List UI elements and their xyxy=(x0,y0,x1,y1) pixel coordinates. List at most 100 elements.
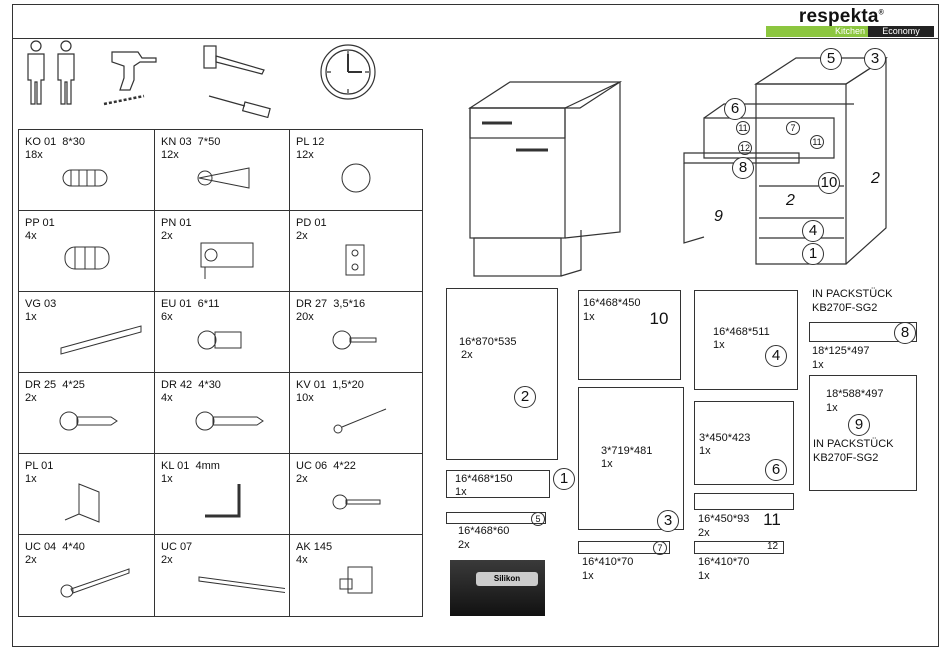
part-code: AK 145 xyxy=(296,541,333,553)
part-code: DR 42 4*30 xyxy=(161,379,221,391)
part-qty: 12x xyxy=(296,149,314,161)
callout-11a: 11 xyxy=(736,121,750,135)
panel-12: 12 xyxy=(694,541,784,554)
panel-1-qty: 1x xyxy=(455,486,467,498)
callout-1: 1 xyxy=(802,243,824,265)
allen-key-icon xyxy=(205,484,241,518)
panel-6-dims: 3*450*423 xyxy=(699,432,751,444)
part-code: KO 01 8*30 xyxy=(25,136,85,148)
hinge-plate-icon xyxy=(345,244,365,276)
panel-2-qty: 2x xyxy=(461,349,473,361)
callout-9: 9 xyxy=(714,208,723,225)
panel-2: 16*870*535 2x 2 xyxy=(446,288,558,460)
panel-4-num: 4 xyxy=(765,345,787,367)
brand-strip: Kitchen Economy xyxy=(766,26,934,37)
brand-kitchen: Kitchen xyxy=(766,26,868,37)
part-qty: 10x xyxy=(296,392,314,404)
hammer-icon xyxy=(203,45,265,75)
part-qty: 2x xyxy=(25,554,37,566)
panel-6-num: 6 xyxy=(765,459,787,481)
callout-10: 10 xyxy=(818,172,840,194)
part-code: DR 25 4*25 xyxy=(25,379,85,391)
panel-11-qty: 2x xyxy=(698,527,710,539)
screw-25-icon xyxy=(59,411,118,431)
part-qty: 1x xyxy=(25,473,37,485)
panel-4: 16*468*511 1x 4 xyxy=(694,290,798,390)
wall-plug-icon xyxy=(197,167,250,189)
short-screw-icon xyxy=(332,330,377,350)
part-qty: 4x xyxy=(25,230,37,242)
panel-6: 3*450*423 1x 6 xyxy=(694,401,794,485)
callout-2b: 2 xyxy=(786,192,795,209)
nail-icon xyxy=(333,408,387,434)
panel-10-qty: 1x xyxy=(583,311,595,323)
callout-5: 5 xyxy=(820,48,842,70)
screw-30-icon xyxy=(195,411,264,431)
brand-logo: respekta® Kitchen Economy xyxy=(766,6,934,38)
panel-5-dims: 16*468*60 xyxy=(458,525,510,537)
callout-11b: 11 xyxy=(810,135,824,149)
dowel-icon xyxy=(62,169,108,187)
part-code: KL 01 4mm xyxy=(161,460,220,472)
part-qty: 2x xyxy=(161,554,173,566)
part-qty: 2x xyxy=(25,392,37,404)
panel-11 xyxy=(694,493,794,510)
assembled-cabinet-drawing xyxy=(467,81,623,277)
hinge-icon xyxy=(200,242,254,279)
callout-7: 7 xyxy=(786,121,800,135)
cover-cap-icon xyxy=(341,163,371,193)
panel-9: 18*588*497 1x 9 IN PACKSTÜCK KB270F-SG2 xyxy=(809,375,917,491)
panel-10-num: 10 xyxy=(649,309,669,329)
handle-bar-icon xyxy=(198,576,285,593)
part-qty: 2x xyxy=(296,473,308,485)
panel-9-qty: 1x xyxy=(826,402,838,414)
panel-9-num: 9 xyxy=(848,414,870,436)
callout-2a: 2 xyxy=(871,170,880,187)
silicone-label: Silikon xyxy=(476,572,538,586)
panel-1-dims: 16*468*150 xyxy=(455,473,513,485)
panel-8-pack: KB270F-SG2 xyxy=(812,302,878,314)
panel-10-dims: 16*468*450 xyxy=(583,297,641,309)
shelf-support-icon xyxy=(339,566,373,594)
page-frame xyxy=(12,4,939,647)
part-qty: 2x xyxy=(161,230,173,242)
part-qty: 1x xyxy=(161,473,173,485)
part-code: UC 04 4*40 xyxy=(25,541,85,553)
part-qty: 1x xyxy=(25,311,37,323)
panel-8-num: 8 xyxy=(894,322,916,344)
panel-7-qty: 1x xyxy=(582,570,594,582)
part-code: PP 01 xyxy=(25,217,55,229)
panel-2-dims: 16*870*535 xyxy=(459,336,517,348)
panel-11-dims: 16*450*93 xyxy=(698,513,750,525)
euro-screw-icon xyxy=(197,330,242,350)
callout-4: 4 xyxy=(802,220,824,242)
handle-screw-22-icon xyxy=(332,494,381,510)
part-qty: 4x xyxy=(296,554,308,566)
part-qty: 2x xyxy=(296,230,308,242)
panel-5-qty: 2x xyxy=(458,539,470,551)
brand-economy: Economy xyxy=(868,26,934,37)
part-qty: 18x xyxy=(25,149,43,161)
panel-12-qty: 1x xyxy=(698,570,710,582)
brand-name: respekta® xyxy=(798,6,884,27)
panel-6-qty: 1x xyxy=(699,445,711,457)
panel-12-num: 12 xyxy=(767,541,779,552)
panel-8-note: IN PACKSTÜCK xyxy=(812,288,893,300)
panel-7-num: 7 xyxy=(653,541,667,555)
part-qty: 4x xyxy=(161,392,173,404)
silicone-photo: Silikon xyxy=(450,560,545,616)
panel-7: 7 xyxy=(578,541,670,555)
drawer-runner-icon xyxy=(60,325,142,355)
panel-9-dims: 18*588*497 xyxy=(826,388,884,400)
